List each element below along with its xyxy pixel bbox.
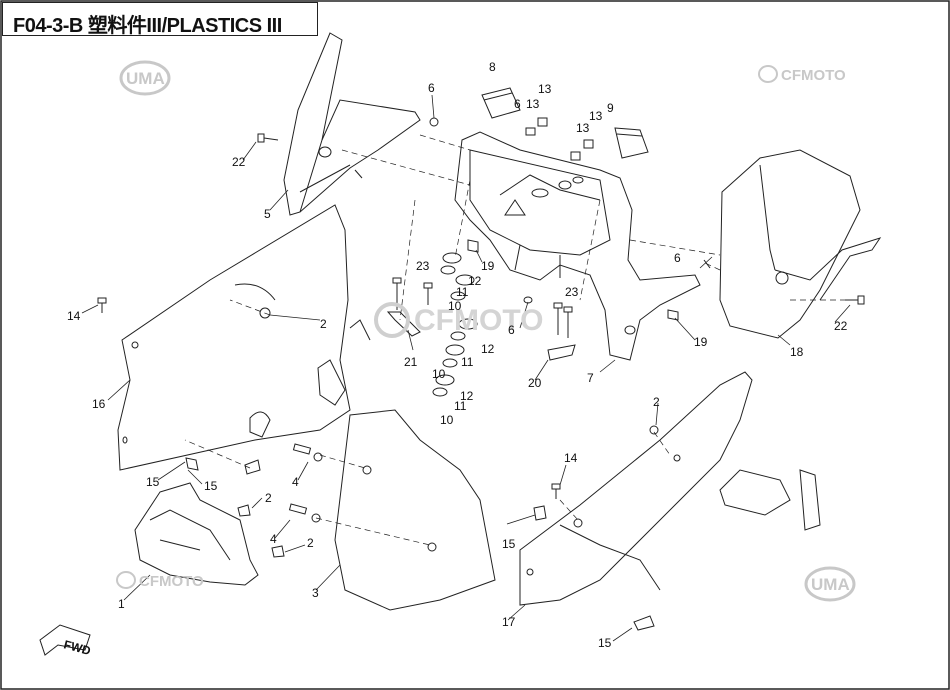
watermark-uma-bottom-right: UMA: [804, 566, 856, 602]
clips-2: [237, 425, 659, 558]
callout-11-c: 11: [454, 399, 467, 413]
callout-23-b: 23: [565, 285, 579, 299]
callout-21: 21: [404, 355, 418, 369]
callout-19-b: 19: [694, 335, 708, 349]
svg-text:CFMOTO: CFMOTO: [781, 67, 846, 84]
callout-12-c: 12: [460, 389, 474, 403]
callout-17: 17: [502, 615, 516, 629]
callout-22-a: 22: [232, 155, 246, 169]
callout-2-c: 2: [307, 536, 314, 550]
callout-4-a: 4: [292, 475, 299, 489]
screws-23: [392, 277, 573, 338]
callout-2-a: 2: [320, 317, 327, 331]
grommet-stack-c: [432, 374, 455, 397]
callout-13-a: 13: [538, 82, 552, 96]
callout-12-a: 12: [468, 274, 482, 288]
title-box: F04-3-B 塑料件III/PLASTICS III: [2, 2, 318, 37]
callout-2-d: 2: [653, 395, 660, 409]
watermark-uma-top-left: UMA: [119, 60, 171, 96]
callout-10-b: 10: [432, 367, 446, 381]
part-stay-left: [317, 359, 346, 406]
grommet-stack-a: [440, 252, 475, 301]
callout-15-d: 15: [598, 636, 612, 650]
part-9-cover: [614, 127, 649, 159]
callout-14-b: 14: [564, 451, 578, 465]
fwd-arrow: [39, 624, 91, 656]
part-18-right-windscreen: [719, 149, 882, 339]
clips-15: [185, 457, 655, 631]
grommets-4: [288, 443, 323, 523]
part-7-inner-fairing: [454, 131, 701, 361]
diagram-title: F04-3-B 塑料件III/PLASTICS III: [13, 15, 282, 37]
callout-4-b: 4: [270, 532, 277, 546]
callout-9: 9: [607, 101, 614, 115]
callout-6-a: 6: [428, 81, 435, 95]
callout-16: 16: [92, 397, 106, 411]
callout-23-a: 23: [416, 259, 430, 273]
callout-22-b: 22: [834, 319, 848, 333]
watermark-cfmoto-center: CFMOTO: [374, 302, 543, 338]
callout-15-a: 15: [146, 475, 160, 489]
callout-18: 18: [790, 345, 804, 359]
watermark-cfmoto-bottom-left: CFMOTO: [116, 571, 204, 590]
svg-text:UMA: UMA: [811, 575, 850, 594]
callout-20: 20: [528, 376, 542, 390]
callout-1: 1: [118, 597, 125, 611]
fwd-label: FWD: [62, 637, 92, 658]
callout-3: 3: [312, 586, 319, 600]
screw-6-top: [429, 117, 439, 127]
callout-8: 8: [489, 60, 496, 74]
callout-6-b: 6: [514, 97, 521, 111]
svg-text:UMA: UMA: [126, 69, 165, 88]
part-13-caps: [525, 117, 594, 161]
callout-6-d: 6: [674, 251, 681, 265]
screw-22-left: [257, 133, 279, 143]
callout-13-c: 13: [589, 109, 603, 123]
callout-7: 7: [587, 371, 594, 385]
leader-lines: [81, 94, 851, 642]
callout-10-c: 10: [440, 413, 454, 427]
part-1-lower-cover: [134, 482, 259, 586]
screw-14-right: [551, 483, 561, 499]
part-3-lower-panel: [334, 409, 496, 611]
svg-text:CFMOTO: CFMOTO: [139, 573, 204, 590]
callout-15-b: 15: [204, 479, 218, 493]
part-17-lower-right-panel: [519, 371, 753, 606]
part-5-windscreen: [283, 32, 421, 216]
callout-14-a: 14: [67, 309, 81, 323]
part-21-bracket: [349, 311, 421, 341]
svg-text:CFMOTO: CFMOTO: [414, 304, 543, 337]
assembly-lines: [184, 134, 860, 546]
part-16-left-side-panel: [117, 204, 351, 471]
callout-15-c: 15: [502, 537, 516, 551]
callout-5: 5: [264, 207, 271, 221]
callout-2-b: 2: [265, 491, 272, 505]
part-bracket-right: [719, 469, 821, 531]
part-20-bracket: [547, 344, 576, 361]
callout-6-c: 6: [508, 323, 515, 337]
callout-12-b: 12: [481, 342, 495, 356]
grommet-stack-b: [442, 318, 478, 368]
callouts: 1 2 2 2 2 3 4 4 5 6 6 6 6 7 8 9 10 10 10…: [67, 60, 848, 650]
callout-13-d: 13: [576, 121, 590, 135]
screw-14-left: [97, 297, 107, 313]
callout-11-b: 11: [461, 355, 474, 369]
watermark-cfmoto-top-right: CFMOTO: [758, 65, 846, 84]
callout-10-a: 10: [448, 299, 462, 313]
callout-19-a: 19: [481, 259, 495, 273]
callout-13-b: 13: [526, 97, 540, 111]
clips-19: [467, 239, 679, 321]
callout-11-a: 11: [456, 285, 469, 299]
part-8-cover: [481, 87, 521, 119]
